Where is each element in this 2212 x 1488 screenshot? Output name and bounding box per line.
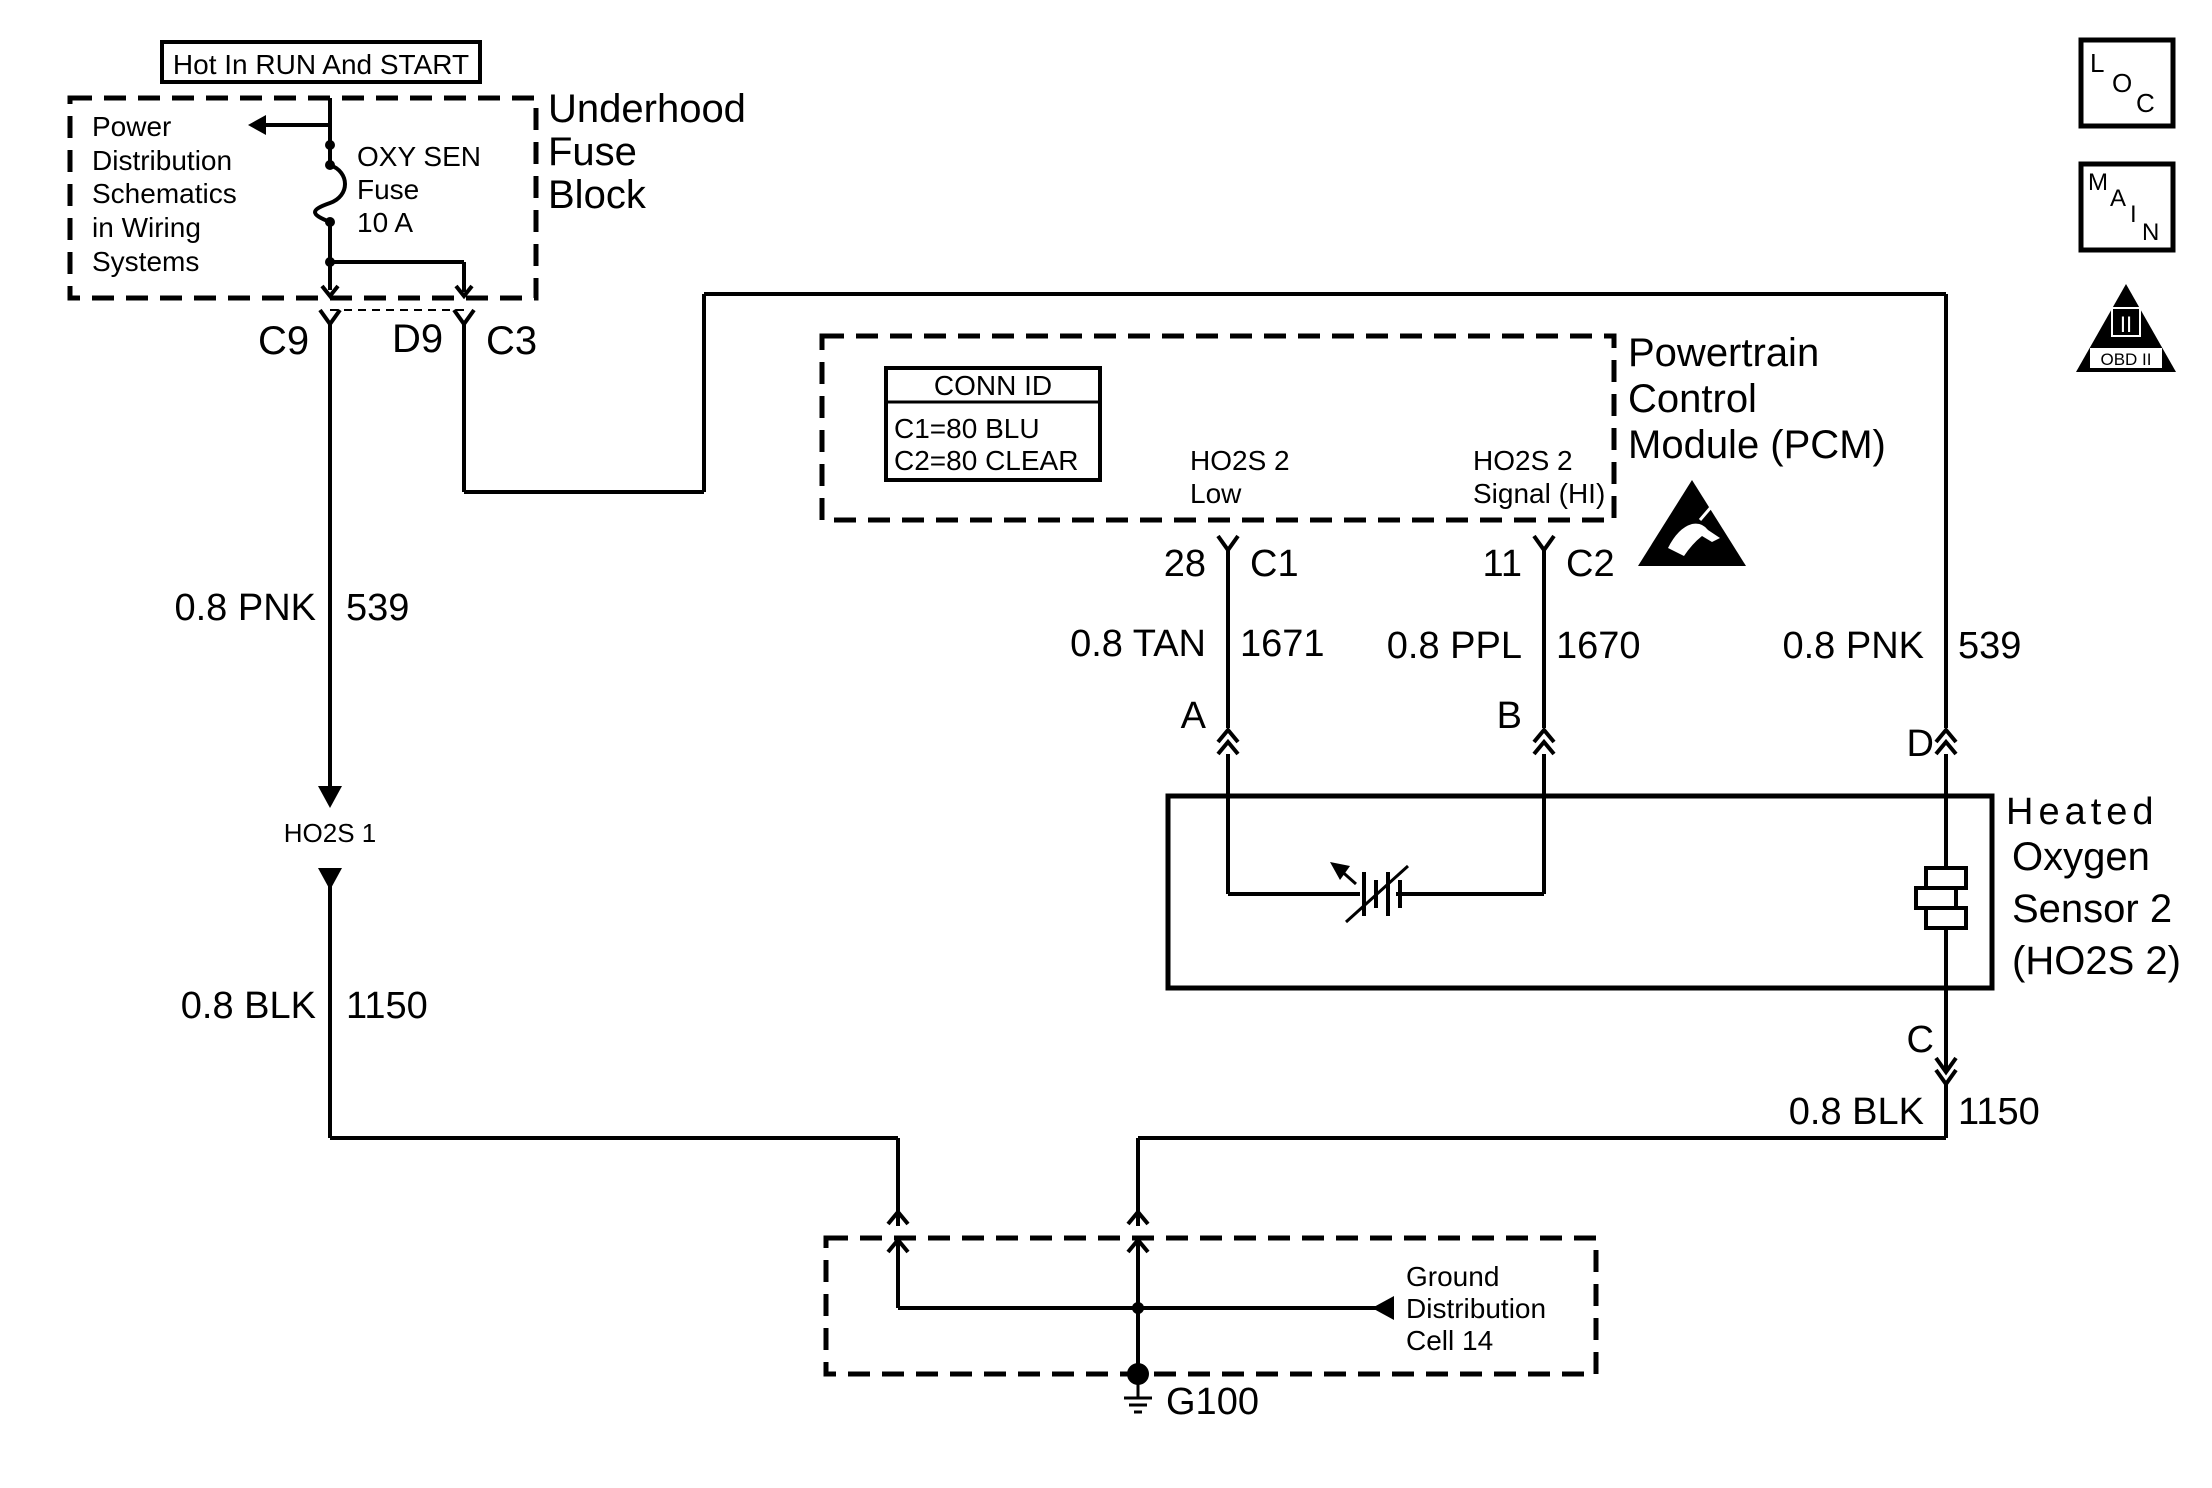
fuse-label-3: 10 A xyxy=(357,207,413,238)
conn-id-line-1: C1=80 BLU xyxy=(894,413,1040,444)
sensor-pin-d-label: D xyxy=(1907,723,1934,765)
tan-wire-color: 0.8 TAN xyxy=(1070,623,1206,665)
ground-splice xyxy=(1132,1302,1144,1314)
c9-internal-arrow-icon xyxy=(320,284,340,300)
main-icon[interactable]: M A I N xyxy=(2078,161,2176,253)
ground-symbol-icon xyxy=(1124,1384,1152,1414)
ground-dist-line-2: Distribution xyxy=(1406,1293,1546,1324)
svg-text:M: M xyxy=(2088,169,2108,196)
pcm-c1-connector-label: C1 xyxy=(1250,543,1299,585)
ho2s1-connector-male-icon xyxy=(318,786,342,808)
pcm-c2-pin-number: 11 xyxy=(1483,543,1522,585)
left-bottom-wire-circuit: 1150 xyxy=(346,985,428,1027)
right-pnk-wire-circuit: 539 xyxy=(1958,625,2021,667)
underhood-fuse-block-box xyxy=(67,95,539,301)
esd-sensitive-icon xyxy=(1638,480,1746,566)
pcm-name-3: Module (PCM) xyxy=(1628,423,1886,467)
sensor-name-2: Oxygen xyxy=(2012,835,2150,879)
left-top-wire-color: 0.8 PNK xyxy=(174,587,316,629)
power-dist-line-1: Power xyxy=(92,111,171,142)
sensor-pin-b-connector-icon xyxy=(1532,726,1556,756)
fuse-symbol-icon xyxy=(313,163,347,224)
heater-element-icon-3 xyxy=(1924,906,1968,930)
pcm-c2-connector-label: C2 xyxy=(1566,543,1615,585)
right-blk-wire-color: 0.8 BLK xyxy=(1789,1091,1924,1133)
pcm-c2-connector-icon xyxy=(1532,534,1556,554)
ho2s1-connector-female-icon xyxy=(318,868,342,890)
sensor-pin-a-connector-icon xyxy=(1216,726,1240,756)
ground-dist-line-3: Cell 14 xyxy=(1406,1325,1493,1356)
ground-point xyxy=(1127,1363,1149,1385)
power-dist-line-2: Distribution xyxy=(92,145,232,176)
ppl-wire-color: 0.8 PPL xyxy=(1387,625,1522,667)
pin-c3-label: C3 xyxy=(486,319,537,363)
c9-connector-icon xyxy=(318,308,342,328)
sensor-pin-d-connector-icon xyxy=(1934,726,1958,756)
ground-right-connector-icon xyxy=(1126,1208,1150,1226)
heater-element-icon-2 xyxy=(1914,886,1958,910)
svg-text:O: O xyxy=(2112,68,2132,98)
ground-left-connector-icon xyxy=(886,1208,910,1226)
left-bottom-wire-color: 0.8 BLK xyxy=(181,985,316,1027)
sensor-pin-c-label: C xyxy=(1907,1019,1934,1061)
c3-connector-icon xyxy=(452,308,476,328)
ground-dist-arrow-icon xyxy=(1372,1296,1394,1320)
conn-id-box xyxy=(884,366,1102,482)
svg-text:OBD II: OBD II xyxy=(2100,350,2151,369)
pcm-signal-label-1: HO2S 2 xyxy=(1473,445,1573,476)
pcm-signal-label-2: Signal (HI) xyxy=(1473,478,1605,509)
conn-id-line-2: C2=80 CLEAR xyxy=(894,445,1078,476)
ppl-wire-circuit: 1670 xyxy=(1556,625,1641,667)
tan-wire-circuit: 1671 xyxy=(1240,623,1325,665)
sensor-name-3: Sensor 2 xyxy=(2012,887,2172,931)
right-pnk-wire-color: 0.8 PNK xyxy=(1782,625,1924,667)
pin-d9-label: D9 xyxy=(392,317,443,361)
ground-name: G100 xyxy=(1166,1381,1259,1423)
heated-oxygen-sensor-box xyxy=(1165,793,1995,991)
sensor-pin-b-label: B xyxy=(1497,695,1522,737)
power-dist-line-4: in Wiring xyxy=(92,212,201,243)
sensor-name-4: (HO2S 2) xyxy=(2012,939,2181,983)
svg-text:C: C xyxy=(2136,88,2155,118)
sensor-name-1: Heated xyxy=(2006,791,2159,833)
svg-text:I: I xyxy=(2130,201,2137,228)
pin-c9-label: C9 xyxy=(258,319,309,363)
power-dist-arrow-icon xyxy=(248,115,266,135)
ho2s1-label: HO2S 1 xyxy=(284,818,377,848)
sensor-pin-a-label: A xyxy=(1181,695,1207,737)
svg-text:II: II xyxy=(2120,312,2132,337)
fuse-label-1: OXY SEN xyxy=(357,141,481,172)
ground-dist-line-1: Ground xyxy=(1406,1261,1499,1292)
obd-ii-icon[interactable]: II OBD II xyxy=(2076,284,2176,372)
hot-in-run-start-box xyxy=(160,40,482,84)
svg-text:L: L xyxy=(2090,48,2104,78)
pcm-box xyxy=(819,333,1617,523)
left-top-wire-circuit: 539 xyxy=(346,587,409,629)
pcm-name-1: Powertrain xyxy=(1628,331,1819,375)
power-dist-line-5: Systems xyxy=(92,246,199,277)
pcm-name-2: Control xyxy=(1628,377,1757,421)
conn-id-title: CONN ID xyxy=(934,370,1052,401)
fuse-label-2: Fuse xyxy=(357,174,419,205)
svg-text:A: A xyxy=(2110,185,2126,212)
fuse-block-name-1: Underhood xyxy=(548,87,746,131)
pcm-low-label-2: Low xyxy=(1190,478,1242,509)
fuse-block-name-2: Fuse xyxy=(548,130,637,174)
loc-icon[interactable]: L O C xyxy=(2078,37,2176,129)
hot-in-run-start-label: Hot In RUN And START xyxy=(173,49,469,80)
pcm-c1-connector-icon xyxy=(1216,534,1240,554)
heater-element-icon xyxy=(1924,866,1968,890)
right-blk-wire-circuit: 1150 xyxy=(1958,1091,2040,1133)
svg-text:N: N xyxy=(2142,219,2159,246)
power-dist-line-3: Schematics xyxy=(92,178,237,209)
pcm-low-label-1: HO2S 2 xyxy=(1190,445,1290,476)
fuse-splice-top xyxy=(325,140,335,150)
ground-distribution-box xyxy=(823,1235,1599,1377)
fuse-block-name-3: Block xyxy=(548,173,647,217)
variable-cell-icon xyxy=(1330,862,1410,924)
pcm-c1-pin-number: 28 xyxy=(1164,543,1206,585)
d9-internal-arrow-icon xyxy=(454,284,474,300)
